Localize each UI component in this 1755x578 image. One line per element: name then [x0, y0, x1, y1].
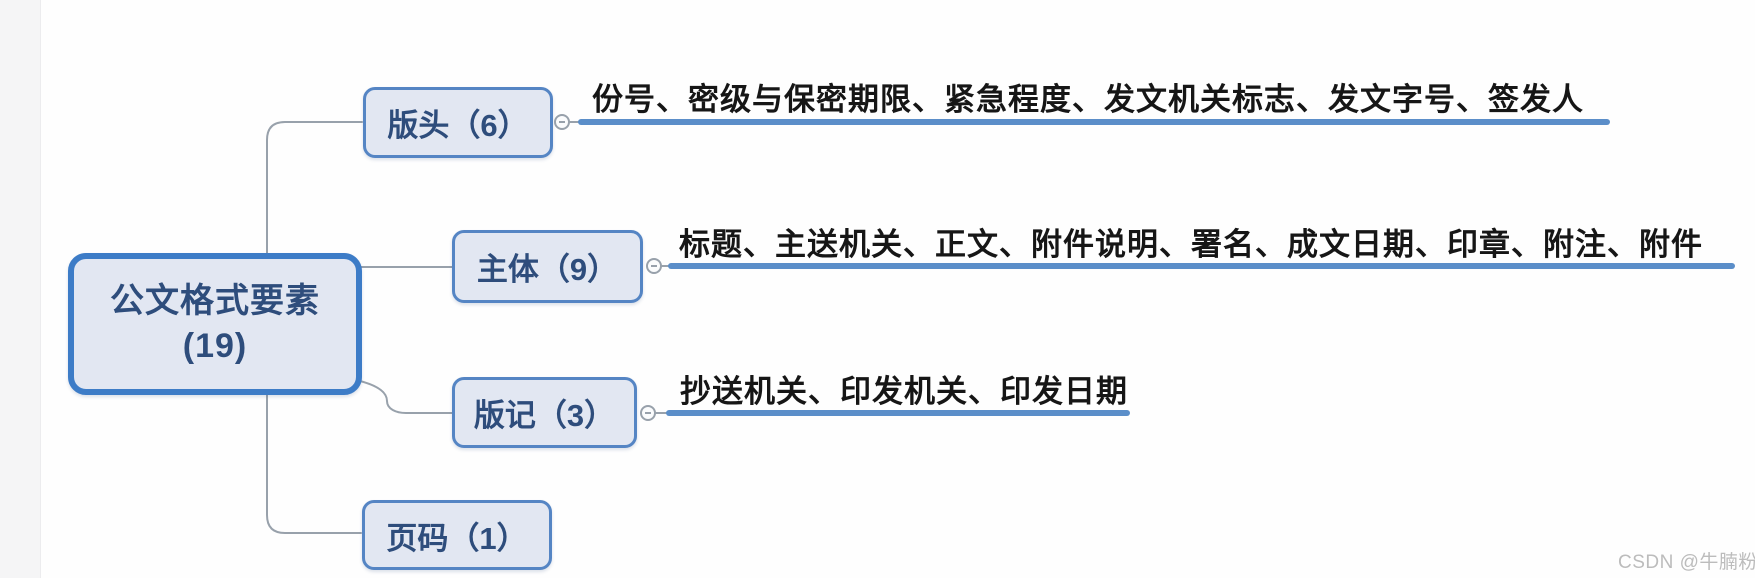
left-gutter [0, 0, 41, 578]
branch-label-banji: 版记（3） [473, 398, 616, 433]
leaf-text-bantou[interactable]: 份号、密级与保密期限、紧急程度、发文机关标志、发文字号、签发人 [592, 82, 1584, 117]
branch-node-banji[interactable]: 版记（3） [452, 377, 637, 448]
branch-node-bantou[interactable]: 版头（6） [363, 87, 553, 158]
watermark: CSDN @牛腩粉\ [1618, 552, 1755, 573]
leaf-text-banji[interactable]: 抄送机关、印发机关、印发日期 [680, 374, 1128, 409]
leaf-underline-zhuti [668, 263, 1735, 269]
branch-node-zhuti[interactable]: 主体（9） [452, 230, 643, 303]
connector-root-to-banji [359, 380, 453, 414]
root-node[interactable]: 公文格式要素 (19) [68, 253, 362, 395]
branch-label-bantou: 版头（6） [387, 108, 529, 143]
collapse-handle-banji-icon[interactable] [640, 405, 656, 421]
leaf-underline-banji [666, 410, 1130, 416]
leaf-underline-bantou [578, 119, 1610, 125]
root-node-count: (19) [182, 327, 248, 365]
collapse-handle-bantou-icon[interactable] [554, 114, 570, 130]
branch-label-yema: 页码（1） [386, 520, 528, 556]
leaf-text-zhuti[interactable]: 标题、主送机关、正文、附件说明、署名、成文日期、印章、附注、附件 [679, 227, 1703, 262]
connector-root-to-yema [266, 393, 362, 534]
branch-label-zhuti: 主体（9） [476, 252, 619, 287]
connector-root-to-bantou [266, 121, 363, 256]
collapse-handle-zhuti-icon[interactable] [646, 258, 662, 274]
branch-node-yema[interactable]: 页码（1） [362, 500, 552, 570]
root-node-title: 公文格式要素 [110, 282, 320, 321]
